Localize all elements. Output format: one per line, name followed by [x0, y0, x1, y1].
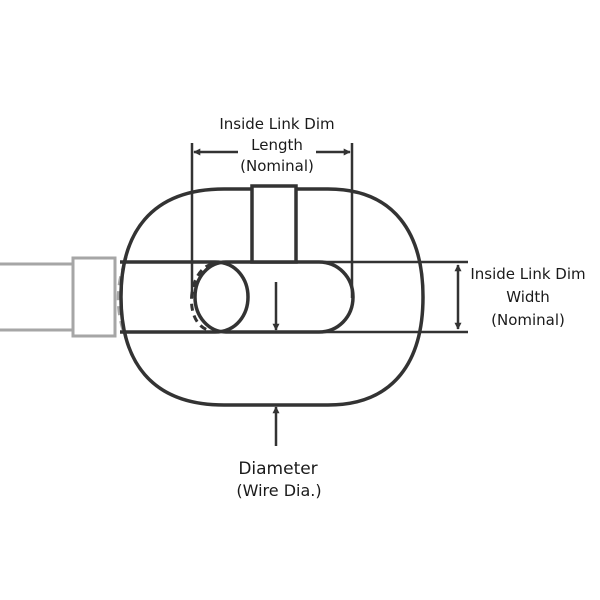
width-dimension [320, 260, 468, 334]
length-label-line1: Inside Link Dim [219, 115, 334, 133]
diameter-label-line1: Diameter [238, 459, 317, 479]
link-weld-collar [250, 184, 298, 264]
diameter-label-line2: (Wire Dia.) [236, 481, 321, 500]
link-outer-outline [119, 187, 425, 407]
length-label-line3: (Nominal) [240, 157, 314, 175]
length-label-line2: Length [251, 136, 303, 154]
link-inner-opening [193, 260, 355, 334]
interlocking-wire-end [120, 260, 250, 334]
length-dimension [190, 143, 354, 298]
adjacent-link [0, 256, 127, 338]
width-label-line2: Width [506, 288, 550, 306]
adjacent-link-weld-collar [71, 256, 117, 338]
width-label-line3: (Nominal) [491, 311, 565, 329]
width-label-line1: Inside Link Dim [470, 265, 585, 283]
